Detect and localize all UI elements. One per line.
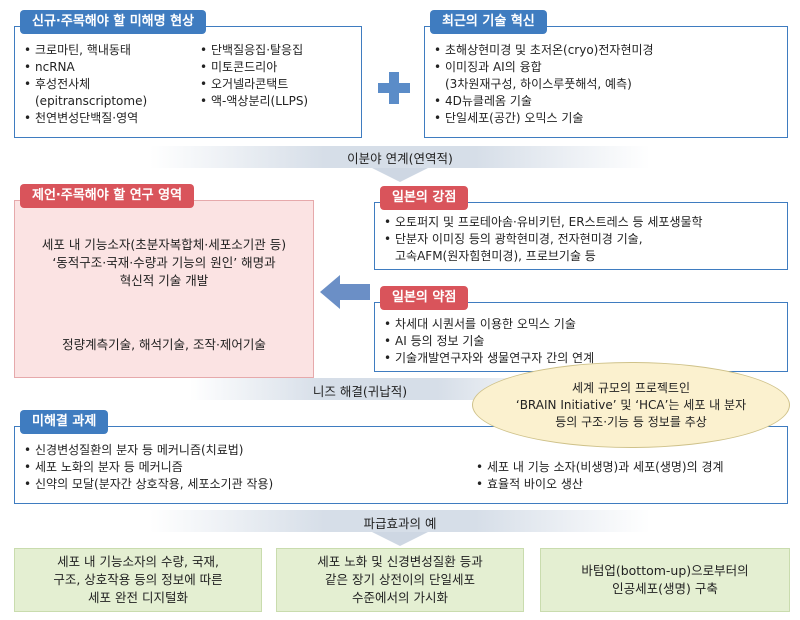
band-background — [150, 510, 650, 532]
effect-line: 수준에서의 가시화 — [352, 590, 448, 605]
callout-line-1: 세계 규모의 프로젝트인 — [571, 380, 691, 395]
list-item: 4D뉴클레옴 기술 — [434, 93, 784, 110]
list-item: 단일세포(공간) 오믹스 기술 — [434, 110, 784, 127]
callout-line-3: 등의 구조·기능 등 정보를 추상 — [555, 414, 707, 429]
research-techniques: 정량계측기술, 해석기술, 조작·제어기술 — [62, 337, 266, 352]
effect-box-3: 바텀업(bottom-up)으로부터의 인공세포(생명) 구축 — [540, 548, 790, 612]
left-arrow-icon — [320, 275, 370, 309]
unsolved-list-left: 신경변성질환의 분자 등 메커니즘(치료법) 세포 노화의 분자 등 메커니즘 … — [24, 442, 444, 493]
list-item: 후성전사체 — [24, 76, 204, 93]
list-item-continuation: (3차원재구성, 하이스루풋해석, 예측) — [445, 77, 632, 91]
phenomena-list-right: 단백질응집·탈응집 미토콘드리아 오거넬라콘택트 액-액상분리(LLPS) — [200, 42, 360, 110]
phenomena-tab: 신규·주목해야 할 미해명 현상 — [20, 10, 207, 34]
callout-line-2: ‘BRAIN Initiative’ 및 ‘HCA’는 세포 내 분자 — [515, 397, 747, 412]
list-item: 크로마틴, 핵내동태 — [24, 42, 204, 59]
list-item: 오토퍼지 및 프로테아솜·유비키턴, ER스트레스 등 세포생물학 — [384, 214, 784, 231]
list-item: 신약의 모달(분자간 상호작용, 세포소기관 작용) — [24, 476, 444, 493]
strength-list: 오토퍼지 및 프로테아솜·유비키턴, ER스트레스 등 세포생물학 단분자 이미… — [384, 214, 784, 265]
list-item: AI 등의 정보 기술 — [384, 333, 784, 350]
effects-band-label: 파급효과의 예 — [363, 516, 437, 531]
effect-line: 세포 노화 및 신경변성질환 등과 — [317, 554, 483, 569]
inductive-band-label: 니즈 해결(귀납적) — [312, 384, 408, 399]
weakness-list: 차세대 시퀀서를 이용한 오믹스 기술 AI 등의 정보 기술 기술개발연구자와… — [384, 316, 784, 367]
strength-tab: 일본의 강점 — [380, 186, 469, 210]
list-item: 단분자 이미징 등의 광학현미경, 전자현미경 기술, — [384, 231, 784, 248]
band-background — [150, 146, 650, 168]
effect-box-1: 세포 내 기능소자의 수량, 국재, 구조, 상호작용 등의 정보에 따른 세포… — [14, 548, 262, 612]
down-arrow-icon — [372, 168, 428, 182]
unsolved-list-right: 세포 내 기능 소자(비생명)과 세포(생명)의 경계 효율적 바이오 생산 — [476, 459, 784, 493]
list-item: 미토콘드리아 — [200, 59, 360, 76]
plus-icon — [378, 72, 410, 104]
effect-line: 세포 내 기능소자의 수량, 국재, — [57, 554, 219, 569]
down-arrow-icon — [372, 532, 428, 546]
deductive-band-label: 이분야 연계(연역적) — [347, 151, 453, 166]
research-line-2: ‘동적구조·국재·수량과 기능의 원인’ 해명과 — [52, 255, 276, 270]
list-item: 세포 내 기능 소자(비생명)과 세포(생명)의 경계 — [476, 459, 784, 476]
list-item: 오거넬라콘택트 — [200, 76, 360, 93]
list-item: 기술개발연구자와 생물연구자 간의 연계 — [384, 350, 784, 367]
list-item: 단백질응집·탈응집 — [200, 42, 360, 59]
research-line-3: 혁신적 기술 개발 — [119, 273, 209, 288]
list-item: 차세대 시퀀서를 이용한 오믹스 기술 — [384, 316, 784, 333]
list-item: 이미징과 AI의 융합 — [434, 59, 784, 76]
innovation-tab: 최근의 기술 혁신 — [430, 10, 547, 34]
research-area-tab: 제언·주목해야 할 연구 영역 — [20, 184, 195, 208]
effect-line: 인공세포(생명) 구축 — [612, 581, 718, 596]
effect-line: 세포 완전 디지털화 — [88, 590, 188, 605]
effect-box-2: 세포 노화 및 신경변성질환 등과 같은 장기 상전이의 단일세포 수준에서의 … — [276, 548, 524, 612]
unsolved-tab: 미해결 과제 — [20, 410, 109, 434]
global-projects-callout: 세계 규모의 프로젝트인 ‘BRAIN Initiative’ 및 ‘HCA’는… — [472, 362, 790, 448]
innovation-list: 초해상현미경 및 초저온(cryo)전자현미경 이미징과 AI의 융합 (3차원… — [434, 42, 784, 127]
list-item: 효율적 바이오 생산 — [476, 476, 784, 493]
list-item: 초해상현미경 및 초저온(cryo)전자현미경 — [434, 42, 784, 59]
effect-line: 구조, 상호작용 등의 정보에 따른 — [53, 572, 223, 587]
weakness-tab: 일본의 약점 — [380, 286, 469, 310]
list-item-continuation: (epitranscriptome) — [35, 94, 148, 108]
list-item: 신경변성질환의 분자 등 메커니즘(치료법) — [24, 442, 444, 459]
list-item: ncRNA — [24, 59, 204, 76]
effect-line: 같은 장기 상전이의 단일세포 — [325, 572, 475, 587]
list-item-continuation: 고속AFM(원자힘현미경), 프로브기술 등 — [395, 249, 596, 263]
research-area-text: 세포 내 기능소자(초분자복합체·세포소기관 등) ‘동적구조·국재·수량과 기… — [18, 236, 310, 290]
research-line-1: 세포 내 기능소자(초분자복합체·세포소기관 등) — [41, 237, 287, 252]
list-item: 세포 노화의 분자 등 메커니즘 — [24, 459, 444, 476]
list-item: 천연변성단백질·영역 — [24, 110, 204, 127]
effect-line: 바텀업(bottom-up)으로부터의 — [581, 563, 749, 578]
phenomena-list-left: 크로마틴, 핵내동태 ncRNA 후성전사체 (epitranscriptome… — [24, 42, 204, 127]
list-item: 액-액상분리(LLPS) — [200, 93, 360, 110]
